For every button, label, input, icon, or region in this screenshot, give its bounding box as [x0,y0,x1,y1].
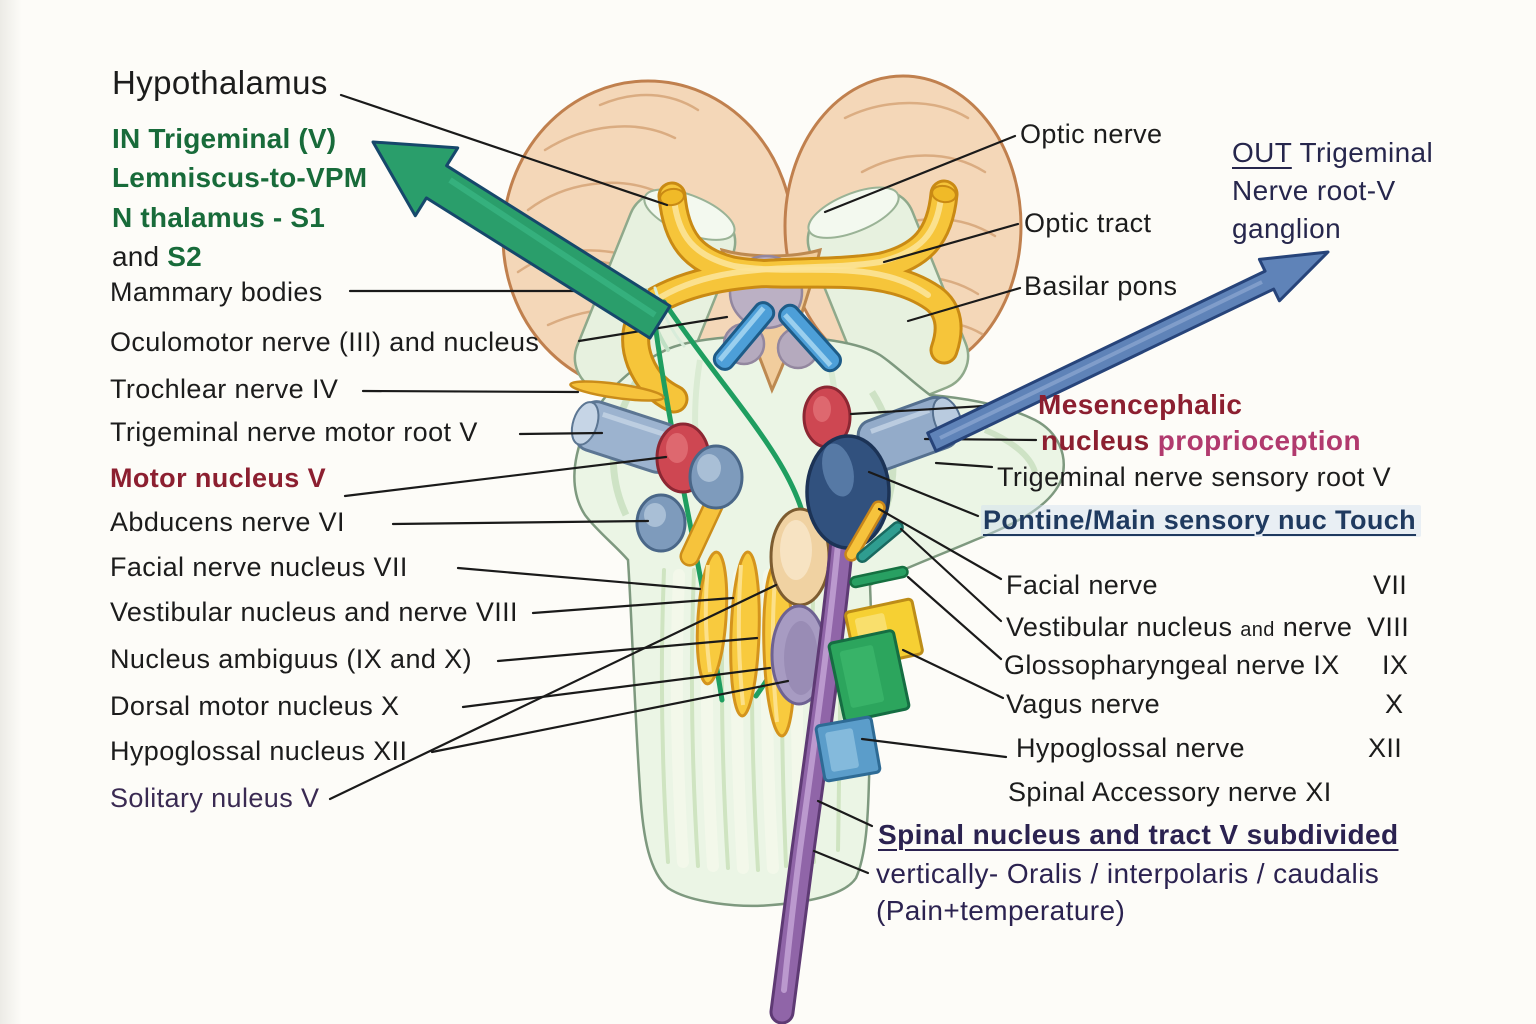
in-pathway-and: and [112,241,168,273]
out-line2: Nerve root-V [1232,175,1396,207]
in-pathway-s2: S2 [167,241,202,273]
label-dorsal-motor-nucleus: Dorsal motor nucleus X [110,691,400,721]
label-spinal-accessory: Spinal Accessory nerve XI [1008,777,1332,807]
numeral-xii: XII [1368,733,1403,763]
label-mammary-bodies: Mammary bodies [110,277,323,307]
vestibular-right-part2: nerve [1274,612,1353,642]
blue-nerve-box [814,715,882,783]
label-solitary-nucleus: Solitary nuleus V [110,783,320,813]
facial-nerve-rod [844,500,886,562]
label-mesencephalic-2: nucleus proprioception [1041,426,1361,455]
label-pontine-sensory: Pontine/Main sensory nuc Touch [981,505,1422,538]
label-spinal-trigeminal-2: vertically- Oralis / interpolaris / caud… [876,858,1380,889]
label-mesencephalic-1: Mesencephalic [1038,389,1243,420]
out-line1: OUT Trigeminal [1232,134,1433,172]
out-underlined: OUT [1232,137,1292,168]
label-out-pathway: OUT Trigeminal Nerve root-V ganglion [1232,134,1433,248]
label-trigeminal-sensory-root: Trigeminal nerve sensory root V [997,462,1392,492]
vestibular-nerve-rod [856,520,904,564]
numeral-x: X [1385,689,1404,719]
label-vagus: Vagus nerve [1006,689,1160,719]
label-nucleus-ambiguus: Nucleus ambiguus (IX and X) [110,644,472,674]
in-pathway-line4: and S2 [112,242,367,271]
label-hypothalamus: Hypothalamus [112,64,328,101]
label-trochlear: Trochlear nerve IV [110,374,339,404]
in-pathway-line3: N thalamus - S1 [112,201,326,233]
mesencephalic-nucleus-word: nucleus [1041,425,1158,456]
glossopharyngeal-nerve-rod [849,565,909,589]
label-optic-nerve: Optic nerve [1020,119,1163,149]
label-spinal-trigeminal-1: Spinal nucleus and tract V subdivided [878,819,1399,850]
label-hypoglossal-nucleus: Hypoglossal nucleus XII [110,736,408,766]
vestibular-right-part1: Vestibular nucleus [1006,612,1241,642]
label-motor-nucleus-v: Motor nucleus V [110,463,327,493]
label-oculomotor: Oculomotor nerve (III) and nucleus [110,327,540,357]
numeral-vii: VII [1373,570,1408,600]
green-nerve-box [827,629,911,723]
in-pathway-line1: IN Trigeminal (V) [112,123,337,154]
label-facial-nerve: Facial nerve [1006,570,1158,600]
numeral-viii: VIII [1367,612,1410,642]
label-abducens: Abducens nerve VI [110,507,345,537]
label-optic-tract: Optic tract [1024,208,1152,238]
right-nerve-rods [844,500,909,589]
out-pathway-arrow [926,250,1330,453]
spinal-tract-v [769,492,858,1024]
out-line3: ganglion [1232,213,1342,245]
label-vestibular-right: Vestibular nucleus and nerve [1006,613,1352,641]
pontine-sensory-nucleus-oval [805,434,891,550]
abducens-facial-ovals [635,444,744,553]
vestibular-right-and: and [1240,619,1275,641]
label-facial-nucleus: Facial nerve nucleus VII [110,552,408,582]
out-rest: Trigeminal [1291,137,1434,168]
oculomotor-nerve-stubs [712,301,842,373]
label-in-pathway: IN Trigeminal (V) Lemniscus-to-VPM N tha… [112,124,367,282]
label-trigeminal-motor-root: Trigeminal nerve motor root V [110,417,478,447]
mesencephalic-proprioception-word: proprioception [1157,425,1361,456]
label-vestibular-left: Vestibular nucleus and nerve VIII [110,597,518,627]
label-glossopharyngeal: Glossopharyngeal nerve IX [1004,650,1340,680]
label-basilar-pons: Basilar pons [1024,271,1178,301]
in-pathway-arrow [371,140,672,340]
label-hypoglossal-nerve: Hypoglossal nerve [1016,733,1245,763]
numeral-ix: IX [1382,650,1409,680]
trochlear-nerve-rod [569,380,665,402]
label-spinal-trigeminal-3: (Pain+temperature) [876,895,1126,926]
nerve-boxes [814,597,924,783]
in-pathway-line2: Lemniscus-to-VPM [112,162,368,194]
